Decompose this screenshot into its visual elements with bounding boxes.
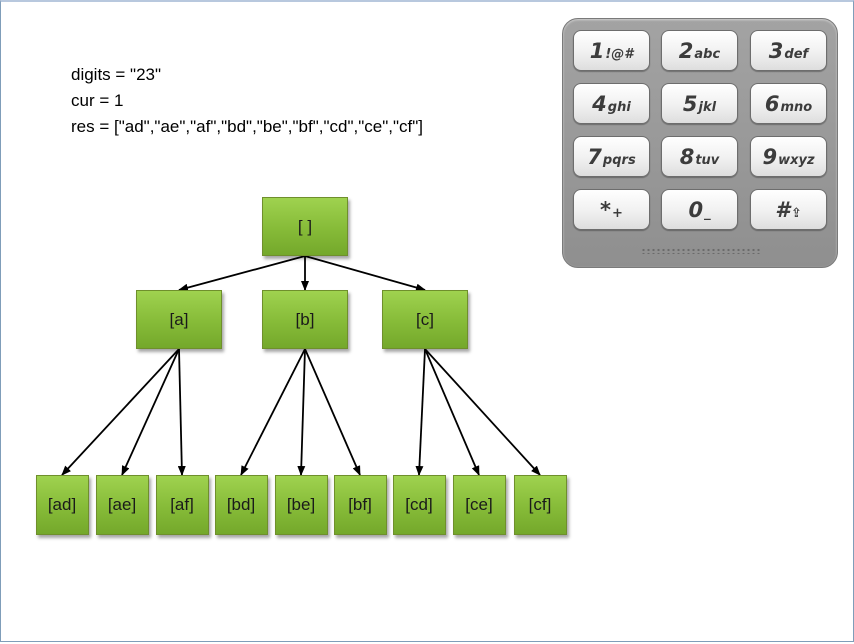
tree-node-level1: [c] — [382, 290, 468, 349]
tree-node-level1: [b] — [262, 290, 348, 349]
key-digit: * — [600, 198, 612, 222]
tree-edge-arrow — [304, 348, 361, 476]
key-digit: 5 — [682, 92, 698, 116]
key-letters: abc — [694, 47, 721, 62]
key-letters: _ — [704, 206, 711, 221]
key-letters: mno — [780, 100, 813, 115]
key-digit: 9 — [762, 145, 778, 169]
key-letters: !@# — [605, 47, 634, 62]
tree-node-root: [ ] — [262, 197, 348, 256]
tree-edge-arrow — [304, 255, 426, 292]
speaker-grille — [641, 248, 761, 254]
key-letters: tuv — [695, 153, 720, 168]
tree-node-level2: [ae] — [95, 475, 149, 535]
tree-node-level2: [af] — [155, 475, 209, 535]
key-digit: 3 — [768, 39, 784, 63]
code-line-digits: digits = "23" — [71, 65, 162, 84]
tree-node-level1: [a] — [136, 290, 222, 349]
key-digit: 6 — [764, 92, 780, 116]
keypad-key[interactable]: *+ — [573, 189, 650, 230]
tree-edge-arrow — [424, 348, 480, 476]
tree-edge-arrow — [297, 348, 306, 476]
tree-edge-arrow — [415, 348, 426, 476]
key-letters: + — [612, 206, 623, 221]
key-digit: # — [775, 198, 790, 222]
tree-edge-arrow — [61, 348, 180, 476]
tree-node-level2: [cf] — [513, 475, 567, 535]
key-letters: wxyz — [778, 153, 815, 168]
key-digit: 8 — [679, 145, 695, 169]
tree-node-level2: [bf] — [333, 475, 387, 535]
tree-node-level2: [bd] — [214, 475, 268, 535]
key-letters: jkl — [698, 100, 717, 115]
tree-edge-arrow — [178, 255, 306, 292]
keypad-key[interactable]: #⇪ — [750, 189, 827, 230]
key-letters: ⇪ — [790, 206, 802, 221]
tree-node-level2: [be] — [274, 475, 328, 535]
key-digit: 4 — [592, 92, 607, 116]
keypad-key[interactable]: 0_ — [661, 189, 738, 230]
tree-edge-arrow — [121, 348, 180, 476]
key-letters: ghi — [607, 100, 631, 115]
key-letters: pqrs — [602, 153, 636, 168]
keypad-key[interactable]: 1!@# — [573, 30, 650, 71]
key-digit: 0 — [688, 198, 704, 222]
key-digit: 7 — [587, 145, 602, 169]
tree-node-level2: [ce] — [452, 475, 506, 535]
key-letters: def — [784, 47, 809, 62]
tree-edge-arrow — [177, 348, 186, 476]
key-digit: 1 — [589, 39, 605, 63]
code-line-cur: cur = 1 — [71, 91, 124, 110]
tree-edge-arrow — [240, 348, 306, 476]
key-digit: 2 — [678, 39, 694, 63]
code-line-res: res = ["ad","ae","af","bd","be","bf","cd… — [71, 117, 423, 136]
tree-node-level2: [ad] — [35, 475, 89, 535]
tree-edge-arrow — [424, 348, 541, 476]
tree-node-level2: [cd] — [392, 475, 446, 535]
